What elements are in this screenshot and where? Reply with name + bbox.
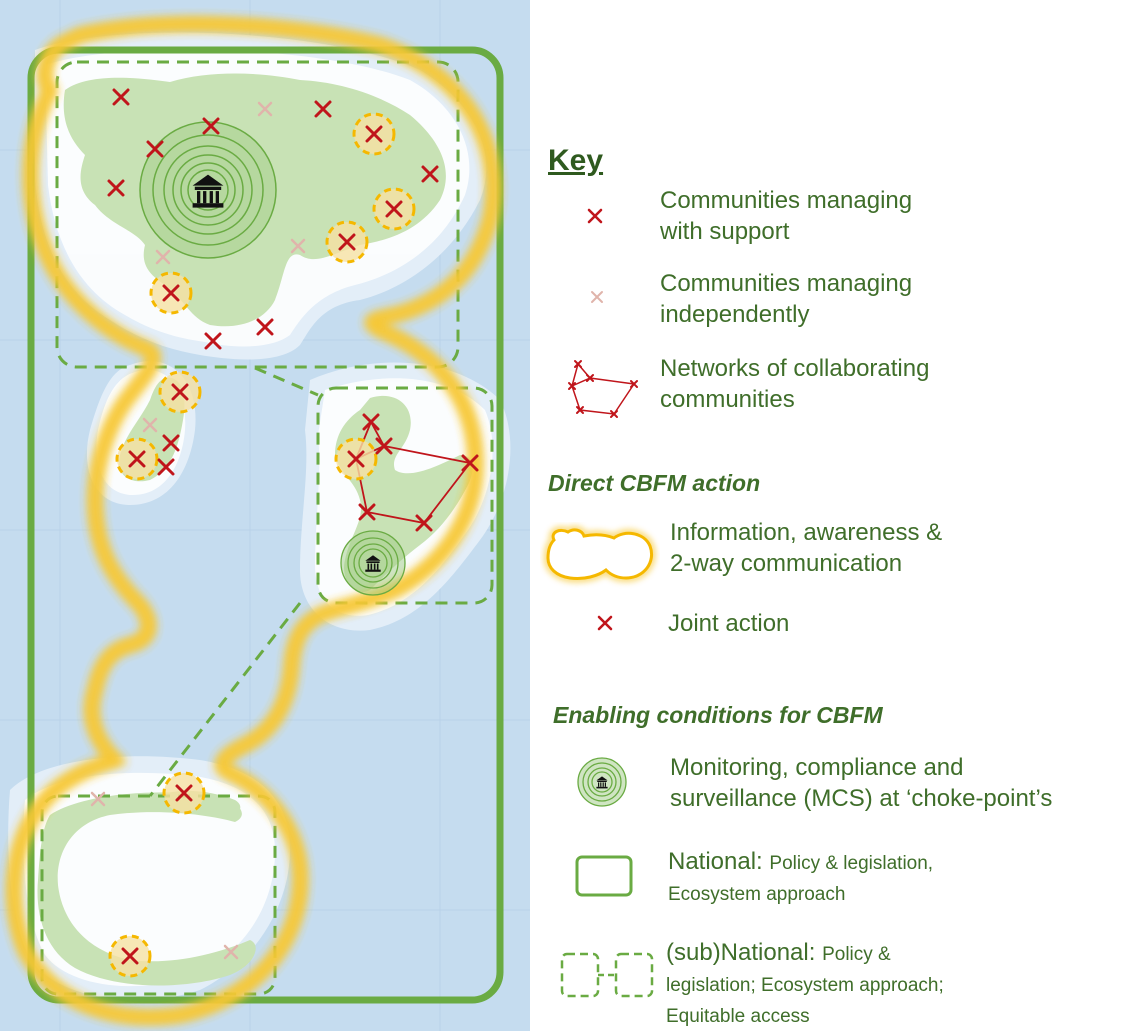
joint-action-icon xyxy=(597,615,613,631)
legend-joint-action: Joint action xyxy=(668,610,790,637)
key-title: Key xyxy=(548,144,604,177)
mcs-icon xyxy=(577,757,627,807)
map-diagram xyxy=(0,0,530,1031)
cross-icon xyxy=(587,208,603,224)
legend-information: Information, awareness & 2-way communica… xyxy=(670,519,943,577)
legend-mcs: Monitoring, compliance and surveillance … xyxy=(670,754,1053,812)
mcs-small xyxy=(340,530,406,596)
communication-outline xyxy=(14,24,494,1017)
legend-subnational: (sub)National: Policy & legislation; Eco… xyxy=(666,939,944,1027)
legend-national: National: Policy & legislation, Ecosyste… xyxy=(668,848,934,905)
subnational-boundaries xyxy=(40,60,494,996)
mcs-large xyxy=(139,121,277,259)
enabling-heading: Enabling conditions for CBFM xyxy=(553,702,883,728)
subnational-box-icon xyxy=(560,952,654,998)
legend-communities-support: Communities managing with support xyxy=(660,187,913,245)
national-boundary xyxy=(27,46,504,1004)
national-box-icon xyxy=(575,855,633,897)
communication-outline-icon xyxy=(543,525,656,583)
legend-communities-independent: Communities managing independently xyxy=(660,270,913,328)
direct-action-heading: Direct CBFM action xyxy=(548,470,761,496)
faded-cross-icon xyxy=(591,291,603,303)
legend-networks: Networks of collaborating communities xyxy=(660,355,930,413)
network-icon xyxy=(568,360,638,418)
